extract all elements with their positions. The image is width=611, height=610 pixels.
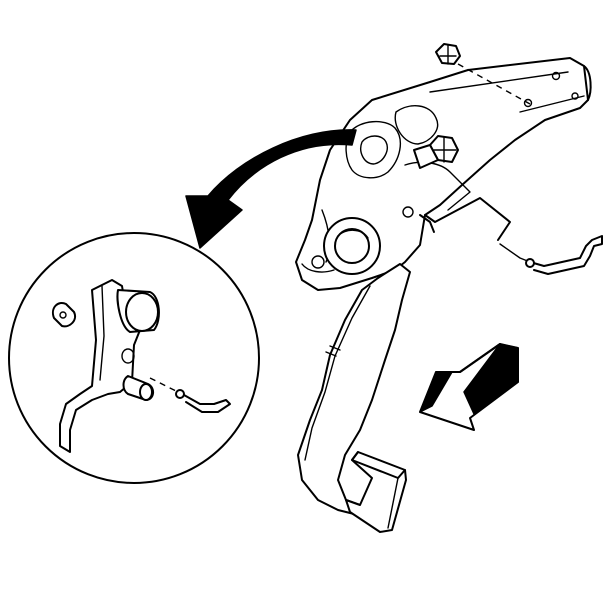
pedal-bracket [295,57,592,291]
detail-view-circle [8,232,260,484]
direction-arrow [419,343,519,431]
curved-callout-arrow [185,129,357,249]
switch-nut [413,135,459,169]
mounting-nut-top [435,43,461,65]
pedal-pad [345,451,407,533]
cable-linkage [424,197,603,275]
